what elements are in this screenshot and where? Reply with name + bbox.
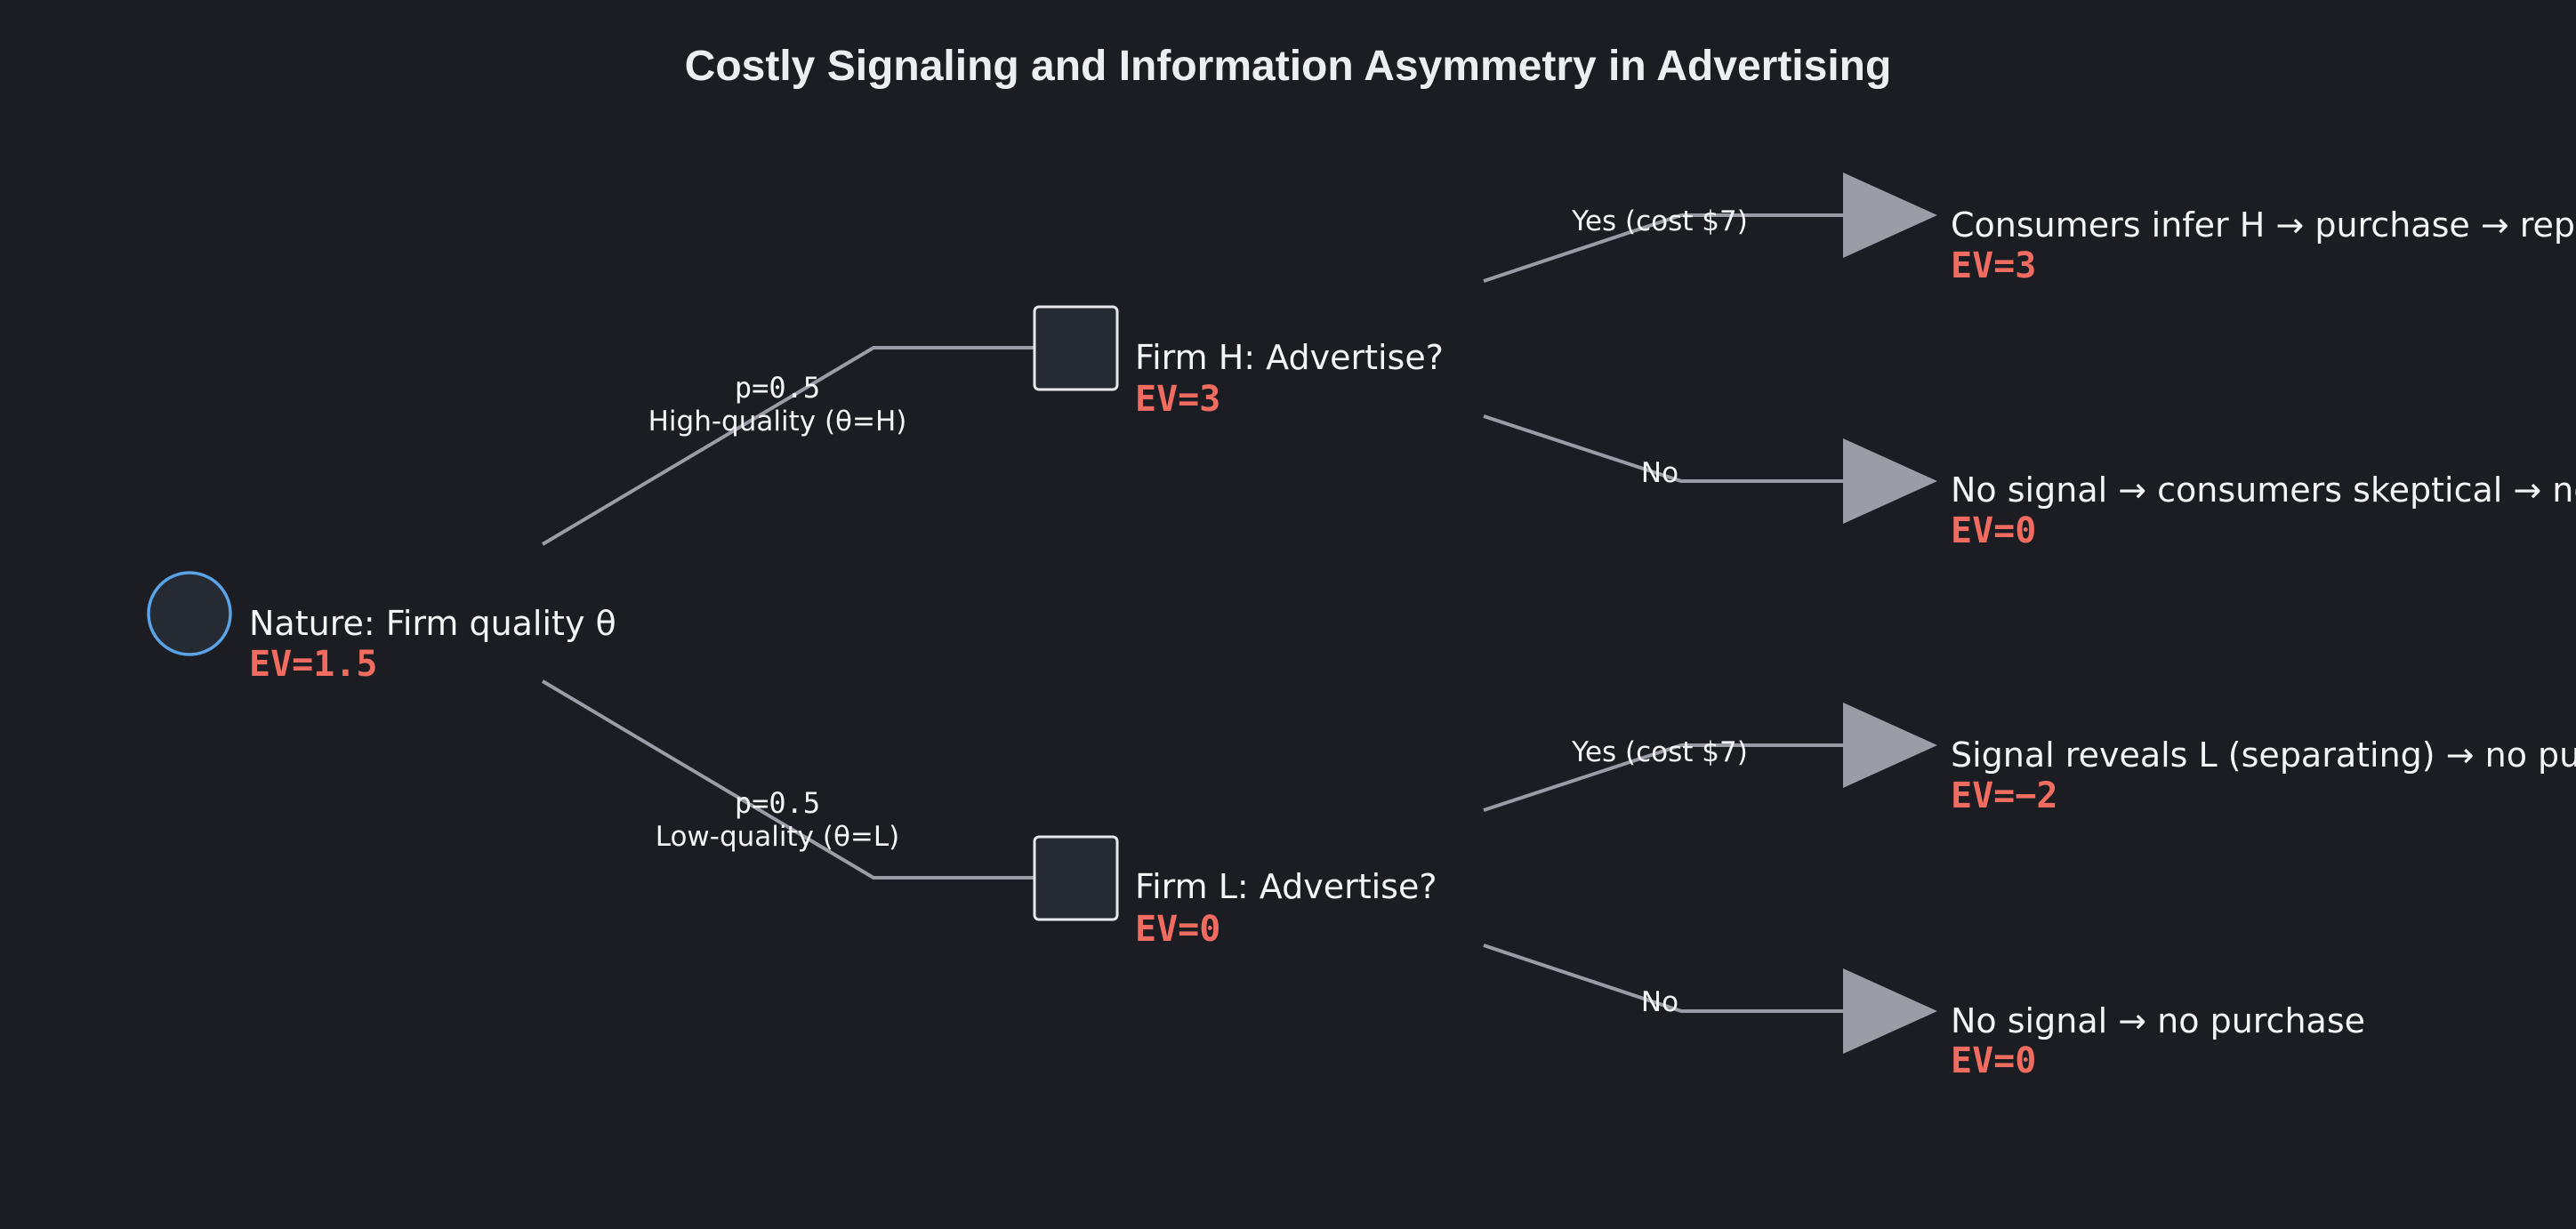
edge-firm-l-no [1483, 944, 1843, 1013]
decision-node-firm-l [1033, 835, 1119, 921]
terminal-node-l-yes [1843, 703, 1937, 788]
edge-firm-l-yes [1483, 743, 1843, 812]
chance-node [147, 571, 232, 656]
firm-h-label: Firm H: Advertise? [1135, 338, 1444, 377]
branch-high-label: High-quality (θ=H) [648, 406, 907, 438]
terminal-node-h-yes [1843, 173, 1937, 258]
firm-h-ev: EV=3 [1135, 379, 1220, 420]
firm-l-yes-action: Yes (cost $7) [1571, 736, 1748, 768]
root-node-ev: EV=1.5 [249, 644, 378, 685]
firm-h-yes-action: Yes (cost $7) [1571, 205, 1748, 237]
outcome-h-yes-label: Consumers infer H → purchase → repeat [1951, 205, 2576, 245]
edge-firm-h-yes [1483, 213, 1843, 283]
branch-high-prob: p=0.5 [735, 371, 820, 405]
outcome-l-no-label: No signal → no purchase [1951, 1001, 2365, 1040]
outcome-l-yes-label: Signal reveals L (separating) → no purch… [1951, 735, 2576, 775]
outcome-l-no-ev: EV=0 [1951, 1040, 2036, 1081]
edge-root-to-firm-h [541, 346, 1036, 546]
outcome-h-no-label: No signal → consumers skeptical → no pur… [1951, 470, 2576, 510]
edge-root-to-firm-l [541, 679, 1036, 880]
branch-low-label: Low-quality (θ=L) [656, 821, 900, 853]
decision-node-firm-h [1033, 305, 1119, 391]
outcome-h-no-ev: EV=0 [1951, 510, 2036, 551]
firm-l-label: Firm L: Advertise? [1135, 867, 1437, 906]
terminal-node-h-no [1843, 438, 1937, 524]
edge-firm-h-no [1483, 414, 1843, 483]
outcome-l-yes-ev: EV=−2 [1951, 775, 2057, 816]
firm-l-no-action: No [1641, 986, 1678, 1018]
root-node-label: Nature: Firm quality θ [249, 604, 616, 643]
firm-l-ev: EV=0 [1135, 909, 1220, 950]
diagram-title: Costly Signaling and Information Asymmet… [685, 43, 1892, 90]
outcome-h-yes-ev: EV=3 [1951, 245, 2036, 286]
branch-low-prob: p=0.5 [735, 786, 820, 820]
terminal-node-l-no [1843, 968, 1937, 1054]
firm-h-no-action: No [1641, 457, 1678, 489]
